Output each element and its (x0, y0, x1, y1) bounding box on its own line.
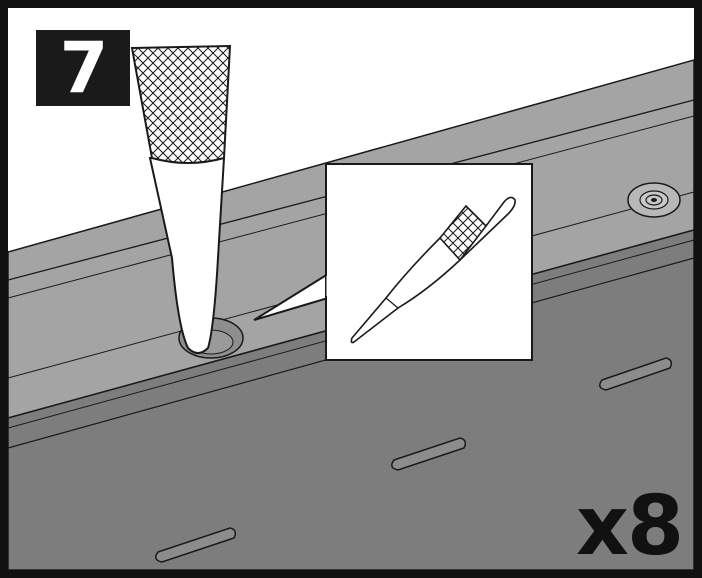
rail-slot (391, 437, 467, 471)
center-punch-icon (130, 44, 232, 354)
quantity-label: x8 (576, 479, 684, 574)
rail-slot (599, 357, 673, 391)
step-number-badge: 7 (36, 30, 130, 106)
rail-slot (155, 527, 237, 563)
screw-icon (627, 182, 681, 218)
assembly-illustration (8, 44, 694, 570)
